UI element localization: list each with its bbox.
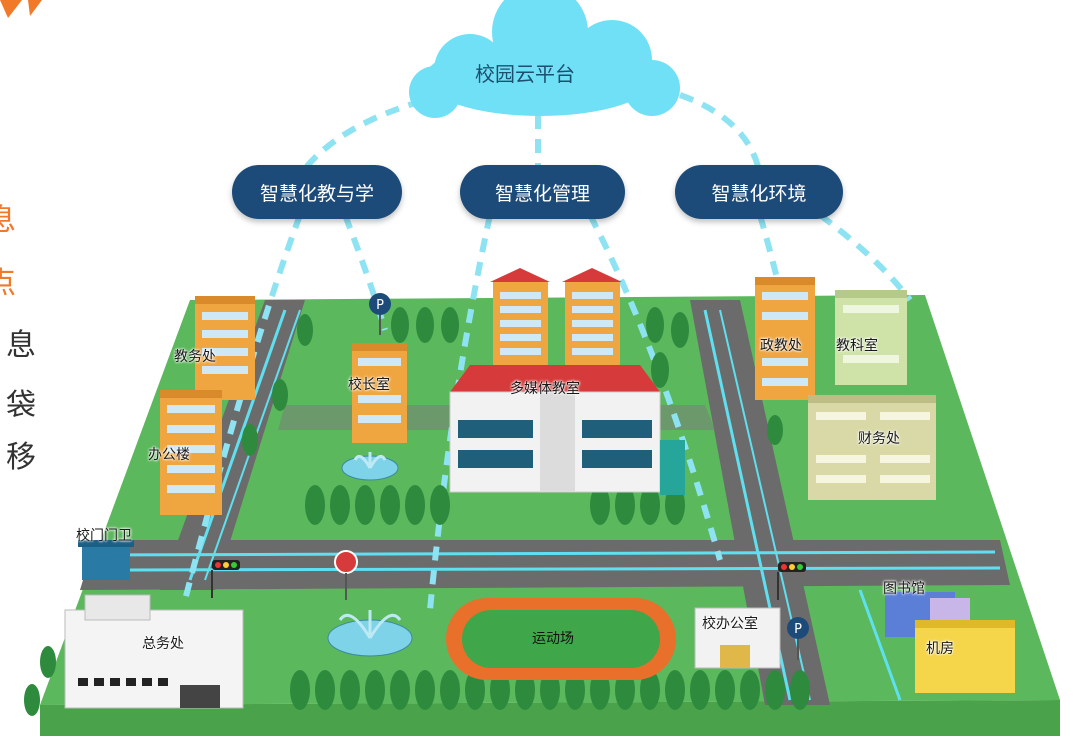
building-zongwuchu <box>64 594 244 709</box>
label-jiaokeshi: 教科室 <box>836 338 878 354</box>
label-bangonglou: 办公楼 <box>148 447 190 463</box>
cloud-shape <box>409 0 680 118</box>
building-jiaowuchu <box>195 296 255 400</box>
building-jifang <box>915 620 1015 693</box>
corner-accent-2 <box>28 0 42 16</box>
label-tushuguan: 图书馆 <box>883 581 925 597</box>
label-jiaowuchu: 教务处 <box>174 349 216 365</box>
fountain-icon <box>327 610 413 657</box>
traffic-light-icon <box>777 562 806 600</box>
building-xiaozhangshi <box>352 343 407 443</box>
parking-icon: P <box>787 617 809 660</box>
building-caiwuchu <box>808 395 936 500</box>
side-dark-char-2: 袋 <box>6 388 36 423</box>
label-xiaozhangshi: 校长室 <box>348 377 390 393</box>
stop-sign-icon <box>334 550 358 600</box>
label-zongwuchu: 总务处 <box>142 636 184 652</box>
parking-icon: P <box>369 293 391 335</box>
pillar-teaching-learning: 智慧化教与学 <box>232 165 402 219</box>
corner-accent <box>0 0 22 18</box>
building-duomeiti <box>449 365 685 495</box>
ground-edge <box>40 700 1060 736</box>
building-gate <box>78 540 134 580</box>
building-xiaobangongshi <box>694 607 781 669</box>
network-line <box>188 309 287 581</box>
pillar-environment: 智慧化环境 <box>675 165 843 219</box>
side-orange-char-2: 点 <box>0 266 16 301</box>
label-zhengjiaochu: 政教处 <box>760 338 802 354</box>
side-dark-char-1: 息 <box>6 328 36 363</box>
traffic-light-icon <box>211 560 240 598</box>
label-duomeiti: 多媒体教室 <box>510 381 580 397</box>
cloud-platform-label: 校园云平台 <box>475 62 575 86</box>
fountain-icon <box>341 452 399 481</box>
sports-field <box>446 598 676 680</box>
building-jiaokeshi <box>835 290 907 385</box>
network-line <box>99 550 996 557</box>
trees <box>24 307 810 716</box>
network-line <box>858 589 902 701</box>
label-xiaobangongshi: 校办公室 <box>702 616 758 632</box>
svg-text:P: P <box>794 622 802 637</box>
label-jifang: 机房 <box>926 641 954 657</box>
pillar-management: 智慧化管理 <box>460 165 625 219</box>
svg-text:P: P <box>376 298 384 313</box>
building-towers <box>490 268 622 372</box>
label-xiaomenmenwei: 校门门卫 <box>76 528 132 544</box>
label-yundongchang: 运动场 <box>532 631 574 647</box>
network-line <box>109 566 1001 572</box>
side-dark-char-3: 移 <box>6 440 36 475</box>
label-caiwuchu: 财务处 <box>858 431 900 447</box>
side-orange-char-1: 息 <box>0 203 16 238</box>
building-zhengjiaochu <box>755 277 815 400</box>
left-road <box>160 300 305 590</box>
building-bangonglou <box>160 390 222 515</box>
